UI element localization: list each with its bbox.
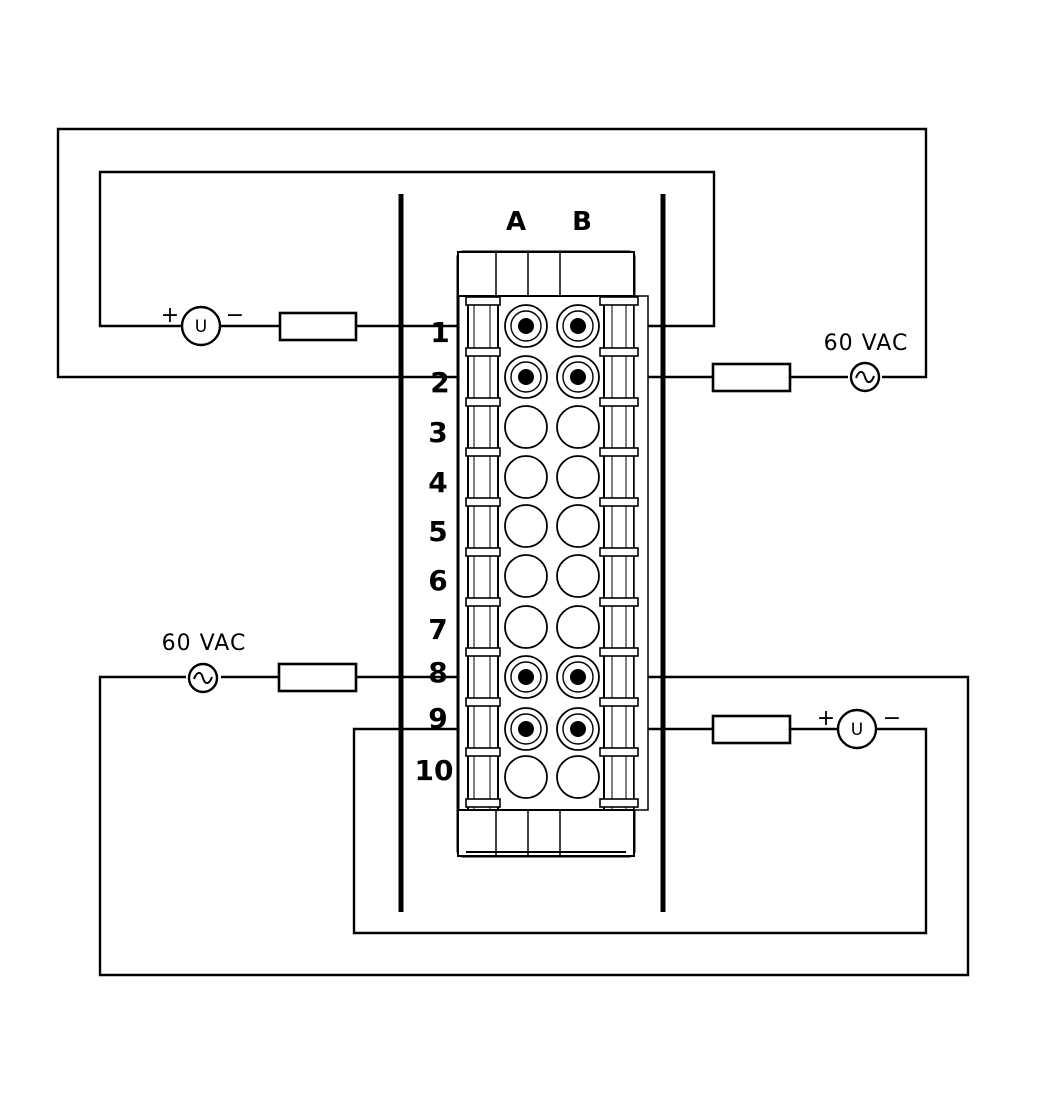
separator-tab bbox=[599, 347, 639, 357]
separator-tab bbox=[465, 397, 501, 407]
plus-sign-bottom: + bbox=[817, 706, 835, 731]
terminal-3-b[interactable] bbox=[556, 405, 600, 449]
terminal-7-b[interactable] bbox=[556, 605, 600, 649]
terminal-2-b[interactable] bbox=[556, 355, 600, 399]
terminal-4-b[interactable] bbox=[556, 455, 600, 499]
row-label-5: 5 bbox=[428, 515, 447, 548]
column-label-a: A bbox=[506, 207, 526, 237]
row-label-2: 2 bbox=[430, 366, 449, 399]
separator-tab bbox=[465, 798, 501, 808]
separator-tab bbox=[599, 697, 639, 707]
separator-tab bbox=[465, 497, 501, 507]
separator-tab bbox=[599, 547, 639, 557]
separator-tab bbox=[465, 747, 501, 757]
row-label-10: 10 bbox=[415, 754, 454, 787]
terminal-5-a[interactable] bbox=[504, 504, 548, 548]
separator-tab bbox=[465, 697, 501, 707]
voltmeter-source-bottom: U + − bbox=[817, 706, 901, 750]
separator-tab bbox=[599, 296, 639, 306]
wire-connection-dot bbox=[518, 669, 534, 685]
separator-tab bbox=[599, 397, 639, 407]
wire-connection-dot bbox=[570, 369, 586, 385]
separator-tab bbox=[465, 647, 501, 657]
terminal-1-a[interactable] bbox=[504, 304, 548, 348]
resistor-row8 bbox=[277, 662, 358, 693]
terminal-9-b[interactable] bbox=[556, 707, 600, 751]
terminal-block bbox=[456, 250, 649, 858]
wire-connection-dot bbox=[570, 721, 586, 737]
wire-loop-row8-outer bbox=[98, 675, 970, 977]
separator-tab bbox=[599, 497, 639, 507]
minus-sign-bottom: − bbox=[883, 706, 901, 731]
plus-sign-top: + bbox=[161, 303, 179, 328]
row-label-1: 1 bbox=[430, 316, 449, 349]
wire-connection-dot bbox=[570, 669, 586, 685]
wire-connection-dot bbox=[518, 369, 534, 385]
row-label-7: 7 bbox=[428, 613, 447, 646]
wire-connection-dot bbox=[518, 721, 534, 737]
minus-sign-top: − bbox=[226, 303, 244, 328]
ac-source-bottom bbox=[187, 662, 219, 694]
wire-loop-row9-outer bbox=[352, 727, 928, 935]
resistor-row2 bbox=[711, 362, 792, 393]
terminal-9-a[interactable] bbox=[504, 707, 548, 751]
separator-tab bbox=[465, 347, 501, 357]
terminal-3-a[interactable] bbox=[504, 405, 548, 449]
resistor-row9 bbox=[711, 714, 792, 745]
row-label-9: 9 bbox=[428, 702, 447, 735]
separator-tab bbox=[599, 447, 639, 457]
wire-connection-dot bbox=[570, 318, 586, 334]
separator-tab bbox=[465, 296, 501, 306]
ac-source-bottom-label: 60 VAC bbox=[162, 631, 247, 656]
row-label-3: 3 bbox=[428, 416, 447, 449]
separator-tab bbox=[599, 747, 639, 757]
column-label-b: B bbox=[572, 207, 592, 237]
terminal-10-a[interactable] bbox=[504, 755, 548, 799]
wire-loop-row1-return bbox=[98, 170, 716, 328]
wire-connection-dot bbox=[518, 318, 534, 334]
row-label-4: 4 bbox=[428, 466, 447, 499]
terminal-7-a[interactable] bbox=[504, 605, 548, 649]
voltmeter-source-top: U + − bbox=[161, 303, 244, 347]
resistor-row1 bbox=[278, 311, 358, 342]
terminal-4-a[interactable] bbox=[504, 455, 548, 499]
terminal-10-b[interactable] bbox=[556, 755, 600, 799]
separator-tab bbox=[599, 647, 639, 657]
separator-tab bbox=[599, 597, 639, 607]
separator-tab bbox=[599, 798, 639, 808]
row-label-6: 6 bbox=[428, 564, 447, 597]
terminal-8-b[interactable] bbox=[556, 655, 600, 699]
terminal-2-a[interactable] bbox=[504, 355, 548, 399]
separator-tab bbox=[465, 447, 501, 457]
terminal-1-b[interactable] bbox=[556, 304, 600, 348]
terminal-6-a[interactable] bbox=[504, 554, 548, 598]
ac-source-top-label: 60 VAC bbox=[824, 331, 909, 356]
wire-loop-row2-left bbox=[56, 127, 928, 379]
meter-symbol-bottom: U bbox=[851, 720, 863, 740]
terminal-5-b[interactable] bbox=[556, 504, 600, 548]
separator-tab bbox=[465, 547, 501, 557]
terminal-8-a[interactable] bbox=[504, 655, 548, 699]
row-label-8: 8 bbox=[428, 656, 447, 689]
separator-tab bbox=[465, 597, 501, 607]
ac-source-top bbox=[849, 361, 881, 393]
terminal-6-b[interactable] bbox=[556, 554, 600, 598]
meter-symbol-top: U bbox=[195, 317, 207, 337]
